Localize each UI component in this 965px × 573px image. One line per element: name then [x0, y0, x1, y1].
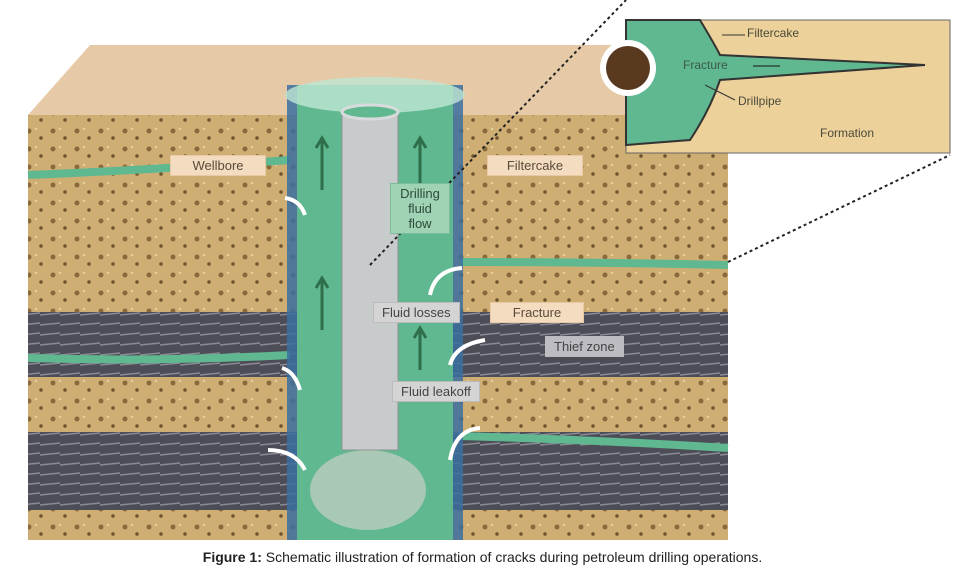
drillpipe-top: [340, 103, 400, 121]
label-fluid-leakoff: Fluid leakoff: [392, 381, 480, 402]
wellbore-top: [285, 77, 465, 113]
drillpipe: [341, 111, 399, 451]
label-fracture: Fracture: [490, 302, 584, 323]
leakoff-arrows: [267, 196, 486, 471]
inset-leader-lower: [727, 154, 951, 263]
inset-label-formation: Formation: [820, 126, 875, 140]
caption-text: Schematic illustration of formation of c…: [261, 549, 763, 565]
label-drilling-fluid-flow: Drilling fluid flow: [390, 183, 450, 234]
inset-detail: [600, 19, 951, 154]
inset-label-filtercake: Filtercake: [747, 26, 800, 40]
inset-label-drillpipe: Drillpipe: [738, 94, 782, 108]
inset-label-fracture: Fracture: [683, 58, 728, 72]
label-line: fluid: [408, 201, 432, 216]
label-wellbore: Wellbore: [170, 155, 266, 176]
label-thief-zone: Thief zone: [545, 336, 624, 357]
label-filtercake: Filtercake: [487, 155, 583, 176]
label-fluid-losses: Fluid losses: [373, 302, 460, 323]
label-line: flow: [408, 216, 432, 231]
figure-caption: Figure 1: Schematic illustration of form…: [0, 549, 965, 565]
caption-prefix: Figure 1:: [202, 549, 262, 565]
drill-bit: [310, 450, 426, 530]
label-line: Drilling: [400, 186, 440, 201]
flow-arrows: [314, 135, 428, 370]
